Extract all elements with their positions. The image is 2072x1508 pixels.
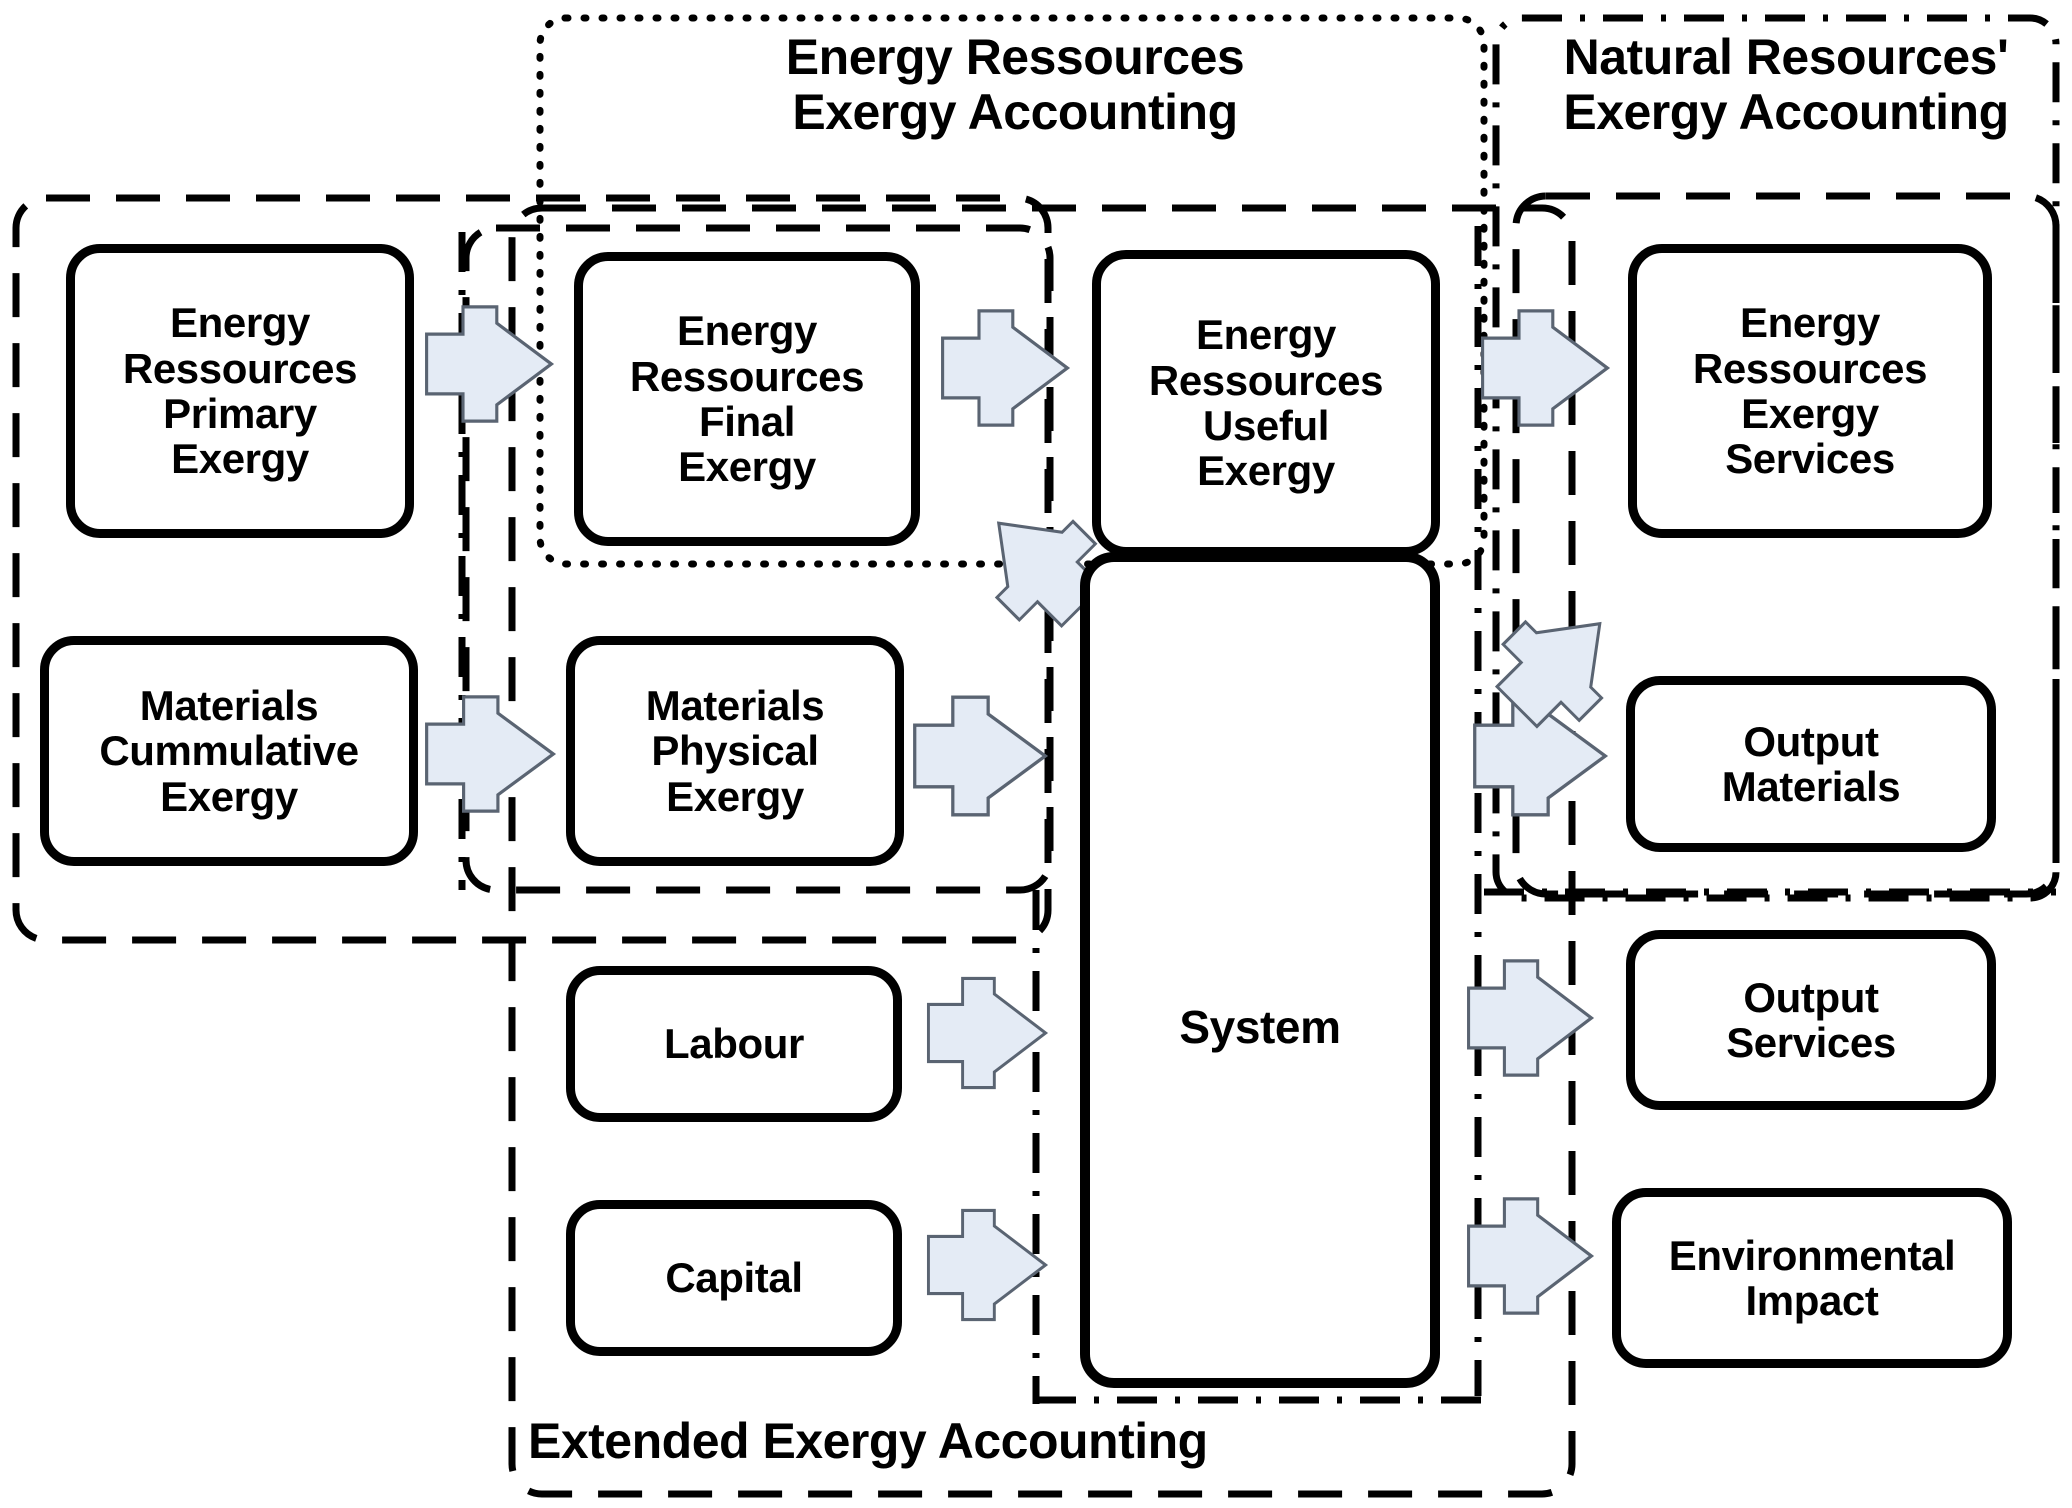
node-label: Materials Cummulative Exergy <box>99 681 359 820</box>
flow-arrow-primary-to-final <box>424 305 554 423</box>
node-label: Materials Physical Exergy <box>645 681 825 820</box>
group-label-extended-exergy-accounting: Extended Exergy Accounting <box>528 1413 1208 1469</box>
group-boundary-output-block <box>1512 192 2060 898</box>
node-energy-resources-final-exergy[interactable]: Energy Ressources Final Exergy <box>574 252 920 546</box>
node-output-services[interactable]: Output Services <box>1626 930 1996 1110</box>
flow-arrow-labour-to-system <box>926 976 1048 1090</box>
node-materials-cummulative-exergy[interactable]: Materials Cummulative Exergy <box>40 636 418 866</box>
node-environmental-impact[interactable]: Environmental Impact <box>1612 1188 2012 1368</box>
node-energy-resources-useful-exergy[interactable]: Energy Ressources Useful Exergy <box>1092 250 1440 556</box>
node-label: Output Materials <box>1721 717 1901 810</box>
node-label: Capital <box>665 1254 803 1302</box>
node-label: Energy Ressources Exergy Services <box>1692 299 1928 483</box>
group-boundary-natural-resources-exergy-accounting <box>1492 14 2060 902</box>
node-materials-physical-exergy[interactable]: Materials Physical Exergy <box>566 636 904 866</box>
flow-arrow-cummulative-to-physical <box>425 695 555 813</box>
flow-arrow-physical-to-system <box>913 695 1047 817</box>
node-label: System <box>1179 1001 1341 1054</box>
node-label: Environmental Impact <box>1668 1231 1956 1324</box>
node-system[interactable]: System <box>1080 552 1440 1388</box>
node-label: Labour <box>664 1020 804 1068</box>
node-label: Energy Ressources Primary Exergy <box>122 299 358 483</box>
node-label: Output Services <box>1726 973 1896 1066</box>
node-energy-resources-exergy-services[interactable]: Energy Ressources Exergy Services <box>1628 244 1992 538</box>
group-label-energy-resources-exergy-accounting: Energy Ressources Exergy Accounting <box>785 29 1245 140</box>
node-capital[interactable]: Capital <box>566 1200 902 1356</box>
node-energy-resources-primary-exergy[interactable]: Energy Ressources Primary Exergy <box>66 244 414 538</box>
flow-arrow-capital-to-system <box>926 1208 1048 1322</box>
node-label: Energy Ressources Useful Exergy <box>1148 311 1384 495</box>
node-output-materials[interactable]: Output Materials <box>1626 676 1996 852</box>
node-labour[interactable]: Labour <box>566 966 902 1122</box>
group-label-natural-resources-exergy-accounting: Natural Resources' Exergy Accounting <box>1563 29 2009 140</box>
node-label: Energy Ressources Final Exergy <box>629 307 865 491</box>
flow-arrow-useful-to-services <box>1480 309 1610 427</box>
